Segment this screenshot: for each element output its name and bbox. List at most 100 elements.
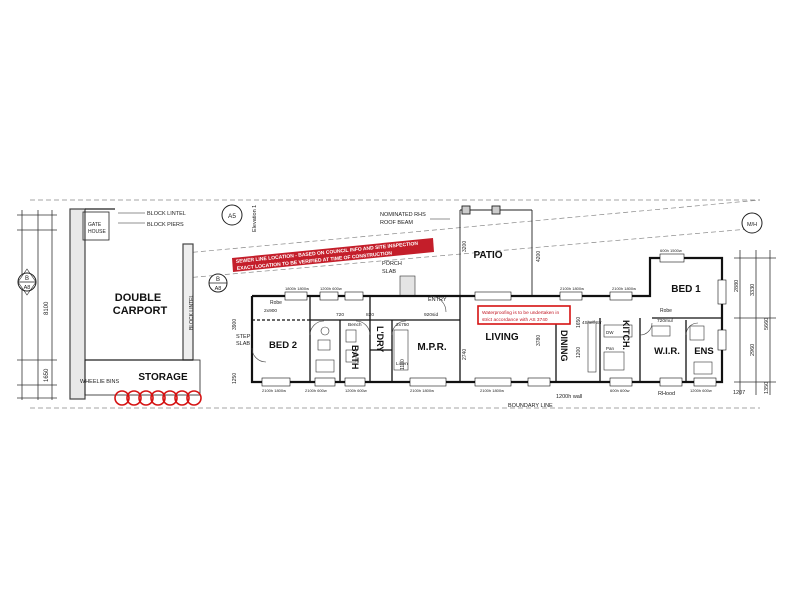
dim-2x900: 2x900 [264, 308, 277, 314]
room-mpr: M.P.R. [417, 342, 446, 353]
dim-1650b: 1650 [576, 317, 582, 328]
dim-2880: 2880 [734, 280, 740, 292]
dim-1207: 1207 [733, 390, 745, 396]
note-1200h-wall: 1200h wall [556, 394, 582, 400]
house-outer-walls [250, 256, 724, 384]
dim-920sid: 920sid [424, 312, 438, 318]
dim-720mul: 720mul [657, 318, 673, 324]
window-labels: 2100h 1800w 2100h 600w 1200h 600w 2100h … [262, 248, 712, 393]
room-dining: DINING [559, 330, 569, 362]
w-label-2: 2100h 600w [305, 388, 327, 393]
note-rhood: RHood [658, 391, 675, 397]
dim-5660: 5660 [764, 318, 770, 330]
dim-2960: 2960 [750, 344, 756, 356]
marker-a5: A5 [228, 213, 236, 220]
room-ldry: L'DRY [375, 326, 385, 352]
carport-walls [69, 208, 201, 400]
w-label-9: 1200h 600w [320, 286, 342, 291]
dim-3200: 3200 [462, 241, 468, 252]
room-storage: STORAGE [138, 372, 188, 383]
dim-1650: 1650 [44, 368, 50, 382]
waterproofing-note: Waterproofing is to be undertaken in str… [477, 305, 571, 325]
dim-1250: 1250 [232, 373, 238, 384]
label-elevation: Elevation 1 [252, 205, 258, 232]
w-label-8: 1800h 1800w [285, 286, 309, 291]
porch-slab [399, 275, 416, 297]
marker-mh-circle: M/H [741, 212, 763, 234]
section-marker-left: B A8 [17, 268, 37, 296]
porch-slab-1: PORCH [382, 261, 402, 267]
w-label-3: 1200h 600w [345, 388, 367, 393]
dim-820: 820 [366, 312, 374, 318]
marker-b-left: B [25, 276, 29, 282]
patio-outline [459, 205, 533, 296]
note-robe-1: Robe [270, 300, 282, 306]
room-patio: PATIO [473, 250, 502, 261]
note-shelf: 4Shelf Str [582, 320, 602, 325]
left-dimension-lines [17, 210, 57, 400]
room-carport: CARPORT [113, 305, 168, 317]
room-living: LIVING [485, 332, 519, 343]
note-block-lintel-vertical: BLOCK LINTEL [189, 294, 195, 330]
waterproof-line-2: strict accordance with AS 3740 [482, 317, 548, 323]
w-label-12: 600h 1500w [660, 248, 682, 253]
windows [261, 253, 727, 387]
grid-lines [30, 199, 761, 409]
room-wir: W.I.R. [654, 346, 680, 357]
step-slab-2: SLAB [236, 341, 250, 347]
marker-a8-mid: A8 [215, 286, 222, 292]
label-entry: ENTRY [428, 297, 447, 303]
note-boundary: BOUNDARY LINE [508, 403, 553, 409]
step-slab-1: STEP [236, 334, 251, 340]
note-dw: DW [606, 330, 614, 335]
room-double: DOUBLE [115, 292, 161, 304]
sewer-line-note: SEWER LINE LOCATION - BASED ON COUNCIL I… [232, 238, 434, 272]
room-kitch: KITCH. [621, 320, 631, 350]
marker-a8-left: A8 [24, 285, 31, 291]
dim-1350: 1350 [764, 382, 770, 394]
right-dimension-lines [734, 250, 776, 395]
dim-3780: 3780 [536, 335, 542, 346]
w-label-5: 2100h 1800w [480, 388, 504, 393]
marker-b-mid: B [216, 277, 220, 283]
dim-4200: 4200 [536, 251, 542, 262]
marker-a5-circle: A5 [221, 204, 243, 226]
internal-walls [252, 296, 722, 382]
w-label-1: 2100h 1800w [262, 388, 286, 393]
waterproof-line-1: Waterproofing is to be undertaken in [482, 310, 559, 316]
note-pan: Pan [606, 346, 615, 351]
room-ens: ENS [694, 346, 714, 357]
dim-3330: 3330 [750, 284, 756, 296]
dim-1180: 1180 [400, 359, 406, 370]
porch-slab-2: SLAB [382, 269, 396, 275]
dim-720: 720 [336, 312, 344, 318]
note-block-piers: BLOCK PIERS [147, 222, 184, 228]
note-bench: Bench [348, 322, 362, 328]
room-bed1: BED 1 [671, 284, 701, 295]
fixtures [315, 321, 713, 375]
w-label-4: 2100h 1800w [410, 388, 434, 393]
door-swings [251, 295, 699, 363]
gate-house-1: GATE [88, 222, 102, 228]
marker-mh: M/H [747, 222, 757, 228]
section-marker-mid: B A8 [208, 273, 228, 293]
w-label-6: 600h 600w [610, 388, 630, 393]
label-wheelie-bins: WHEELIE BINS [80, 379, 119, 385]
dim-8100: 8100 [44, 301, 50, 315]
dim-1200: 1200 [576, 347, 582, 358]
gate-house-2: HOUSE [88, 229, 106, 235]
note-nominated-1: NOMINATED RHS [380, 212, 426, 218]
note-robe-2: Robe [660, 308, 672, 314]
dim-3900: 3900 [232, 319, 238, 330]
room-bath: BATH [350, 345, 360, 369]
w-label-7: 1200h 600w [690, 388, 712, 393]
dim-2740: 2740 [462, 349, 468, 360]
w-label-11: 2100h 1800w [612, 286, 636, 291]
note-block-lintel: BLOCK LINTEL [147, 211, 186, 217]
wheelie-bins-marks [114, 390, 202, 406]
dim-2x750: 2x750 [396, 322, 409, 328]
note-linen: Linen [396, 361, 408, 367]
note-nominated-2: ROOF BEAM [380, 220, 413, 226]
